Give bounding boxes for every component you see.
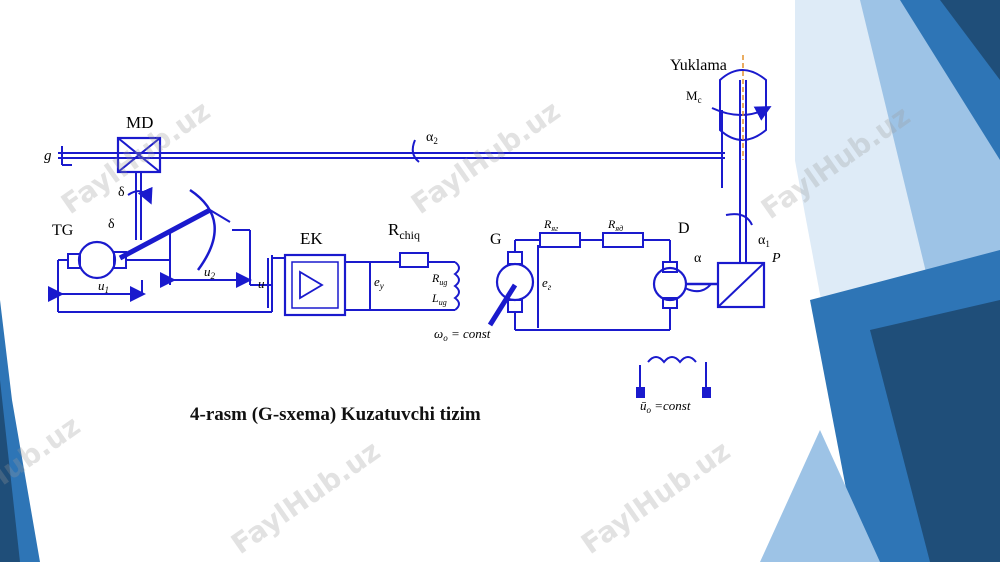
- label-r-chiq-sub: chiq: [399, 228, 420, 242]
- label-u1-sub: 1: [105, 285, 110, 295]
- svg-text:α1: α1: [758, 233, 770, 249]
- label-u2-sub: 2: [211, 271, 216, 281]
- svg-text:Mc: Mc: [686, 88, 702, 105]
- svg-text:Rchiq: Rchiq: [388, 220, 420, 242]
- r-chiq-resistor: [399, 252, 429, 268]
- label-eg-sub: г: [548, 282, 552, 292]
- label-eg: e: [542, 275, 548, 290]
- label-alpha1-sub: 1: [765, 239, 770, 249]
- label-r-yag: R: [543, 217, 552, 231]
- label-alpha: α: [694, 251, 702, 266]
- label-alpha2: α: [426, 130, 434, 145]
- svg-text:u2: u2: [204, 264, 216, 281]
- label-ey: e: [374, 274, 380, 289]
- label-gen: G: [490, 231, 502, 248]
- schematic: [48, 69, 772, 398]
- label-r-ug-sub: ug: [439, 278, 447, 287]
- label-l-ug-sub: ug: [439, 298, 447, 307]
- ek-box: [283, 253, 347, 317]
- label-ey-sub: y: [379, 281, 384, 291]
- svg-text:α2: α2: [426, 130, 438, 146]
- label-r-yad: R: [607, 217, 616, 231]
- svg-text:ey: ey: [374, 274, 384, 291]
- md-box: [116, 136, 162, 174]
- diagram-labels: MD g TG δ δ u1 u2 u EK ey Rchiq Rug Lug …: [44, 57, 781, 415]
- figure-caption: 4-rasm (G-sxema) Kuzatuvchi tizim: [190, 404, 481, 425]
- svg-text:Rug: Rug: [431, 271, 447, 287]
- svg-text:Rяг: Rяг: [543, 217, 558, 233]
- label-omega-const: = const: [448, 326, 491, 341]
- label-mc: M: [686, 88, 698, 103]
- label-ek: EK: [300, 229, 323, 248]
- label-g-shaft: g: [44, 148, 52, 164]
- label-l-ug: L: [431, 291, 439, 305]
- label-alpha2-sub: 2: [433, 136, 438, 146]
- label-r-yad-sub: яд: [614, 224, 623, 233]
- label-md: MD: [126, 113, 153, 132]
- svg-text:ūo =const: ūo =const: [640, 398, 691, 415]
- load-cylinder: [719, 69, 767, 141]
- watermark: FaylHub.uz: [575, 434, 736, 561]
- svg-text:u1: u1: [98, 278, 109, 295]
- label-delta-top: δ: [118, 185, 125, 200]
- label-u: u: [258, 276, 265, 291]
- svg-text:eг: eг: [542, 275, 552, 292]
- svg-text:Rяд: Rяд: [607, 217, 623, 233]
- label-r-yag-sub: яг: [550, 224, 558, 233]
- left-edge-decoration: [0, 300, 40, 562]
- label-r-chiq: R: [388, 220, 400, 239]
- label-yuklama: Yuklama: [670, 57, 727, 74]
- p-gearbox: [716, 261, 766, 309]
- label-omega: ω: [434, 326, 443, 341]
- label-p: P: [771, 251, 781, 266]
- label-motor: D: [678, 220, 690, 237]
- label-omega-sub: o: [443, 333, 448, 343]
- label-u1: u: [98, 278, 105, 293]
- label-u0-sub: o: [647, 405, 652, 415]
- label-alpha1: α: [758, 233, 766, 248]
- label-delta-left: δ: [108, 217, 115, 232]
- svg-text:Lug: Lug: [431, 291, 447, 307]
- label-mc-sub: c: [698, 95, 702, 105]
- label-r-ug: R: [431, 271, 440, 285]
- label-tg: TG: [52, 222, 74, 239]
- label-u0: ū: [640, 398, 647, 413]
- potentiometer-arc: [189, 188, 216, 271]
- watermark: FaylHub.uz: [225, 434, 386, 561]
- label-u0-const: =const: [651, 398, 691, 413]
- svg-text:ωo = const: ωo = const: [434, 326, 491, 343]
- label-u2: u: [204, 264, 211, 279]
